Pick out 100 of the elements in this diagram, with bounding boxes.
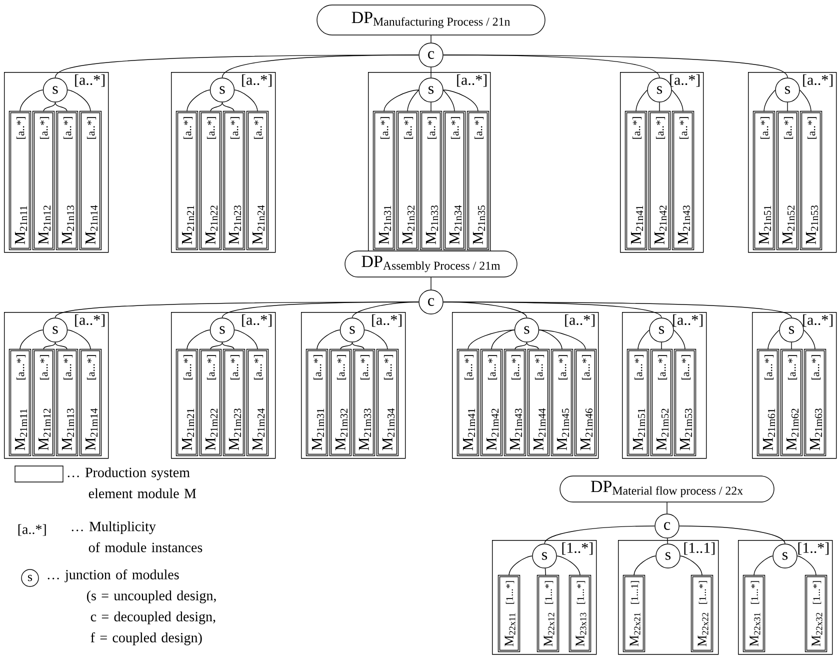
module-box: M$_{21m51}$ [a...*] [626,348,650,456]
connector-line [556,556,580,576]
connector-line [634,556,656,576]
legend-text: … Multiplicity of module instances [72,521,202,552]
module-box: M$_{21m31}$ [a...*] [306,348,328,456]
connector-line [430,67,432,78]
connector-line [672,90,684,112]
connector-line [20,90,44,112]
connector-line [667,538,668,544]
connector-line [636,90,648,112]
module-box: M$_{21n53}$ [a..*] [800,110,822,250]
connector-line [526,342,539,350]
module-box: M$_{22x11}$ [1...*] [498,574,520,652]
connector-line [316,330,340,350]
connector-line [491,330,515,350]
module-box: M$_{21m14}$ [a...*] [79,348,102,456]
module-box: M$_{21m13}$ [a...*] [56,348,78,456]
module-box: M$_{21m23}$ [a...*] [222,348,246,456]
connector-line [67,330,91,350]
connector-line [674,330,686,350]
module-box: M$_{22x21}$ [1...1] [622,574,646,652]
connector-line [787,102,788,112]
connector-line [679,526,786,544]
connector-line [544,568,546,576]
connector-line [54,102,68,112]
process-pill: $\text{DP}_{\text{Assembly Process / 21m}}$ [344,250,518,278]
module-box: M$_{21m42}$ [a...*] [480,348,503,456]
connector-line [804,330,816,350]
module-box: M$_{21m32}$ [a...*] [329,348,352,456]
module-box: M$_{21m41}$ [a...*] [456,348,480,456]
connector-line [430,277,432,290]
module-box: M$_{21n51}$ [a..*] [752,110,776,250]
connector-line [407,90,419,112]
module-box: M$_{21n12}$ [a..*] [32,110,55,250]
module-box: M$_{23x13}$ [1...*] [568,574,592,652]
module-box: M$_{21n21}$ [a..*] [176,110,198,250]
module-box: M$_{21n24}$ [a..*] [246,110,269,250]
module-box: M$_{21n31}$ [a..*] [372,110,396,250]
connector-line [234,90,258,112]
connector-line [222,54,419,78]
module-box: M$_{21n33}$ [a..*] [420,110,442,250]
connector-line [352,302,419,318]
connector-line [340,342,353,350]
module-box: M$_{21m61}$ [a...*] [756,348,780,456]
module-box: M$_{21n13}$ [a..*] [56,110,78,250]
module-box: M$_{21n32}$ [a..*] [396,110,419,250]
module-box: M$_{21m34}$ [a...*] [376,348,399,456]
module-box: M$_{21n22}$ [a..*] [199,110,222,250]
connector-line [538,330,586,350]
connector-line [659,102,660,112]
module-box: M$_{21m53}$ [a...*] [674,348,696,456]
module-box: M$_{21n43}$ [a..*] [672,110,694,250]
module-box: M$_{22x12}$ [1...*] [536,574,560,652]
connector-line [680,556,702,576]
connector-line [797,556,816,576]
connector-line [661,342,662,350]
connector-line [384,90,419,112]
process-pill: $\text{DP}_{\text{Material flow process / 22x}}$ [560,476,774,502]
connector-line [364,330,388,350]
module-box: M$_{21n34}$ [a..*] [443,110,466,250]
connector-line [430,35,432,43]
connector-line [443,90,455,112]
module-box: M$_{21n23}$ [a..*] [222,110,246,250]
module-box: M$_{21m33}$ [a...*] [352,348,376,456]
module-box: M$_{21m43}$ [a...*] [504,348,526,456]
module-box: M$_{22x22}$ [1...*] [690,574,714,652]
connector-line [352,342,364,350]
connector-line [800,90,812,112]
connector-line [54,342,68,350]
module-box: M$_{21m21}$ [a...*] [176,348,198,456]
process-pill: $\text{DP}_{\text{Manufacturing Process / 21n}}$ [316,4,546,36]
module-box: M$_{21m45}$ [a...*] [550,348,574,456]
connector-line [222,342,234,350]
module-box: M$_{21m46}$ [a...*] [574,348,597,456]
module-box: M$_{21n42}$ [a..*] [648,110,671,250]
connector-line [638,330,650,350]
connector-line [666,502,668,514]
legend-text: … junction of modules (s = uncoupled design, c = decoupled design, f = coupled design) [48,569,216,646]
multiplicity-sample: [a..*] [18,524,46,536]
connector-line [234,330,258,350]
connector-line [764,90,776,112]
connector-line [443,302,792,318]
module-box: M$_{22x31}$ [1...*] [742,574,766,652]
module-box: M$_{21m22}$ [a...*] [199,348,222,456]
connector-line [768,330,780,350]
connector-line [186,330,210,350]
module-box: M$_{21m11}$ [a...*] [8,348,32,456]
connector-line [67,90,91,112]
connector-line [210,102,223,112]
module-box: M$_{21n41}$ [a..*] [624,110,648,250]
connector-line [430,102,432,112]
connector-line [443,90,478,112]
module-box: M$_{21m12}$ [a...*] [32,348,55,456]
module-box: M$_{21m62}$ [a...*] [780,348,803,456]
module-box: M$_{21n14}$ [a..*] [79,110,102,250]
module-box: M$_{21m44}$ [a...*] [527,348,550,456]
connector-line [443,54,788,78]
connector-line [468,330,515,350]
module-box: M$_{21n35}$ [a..*] [466,110,490,250]
connector-line [754,556,773,576]
